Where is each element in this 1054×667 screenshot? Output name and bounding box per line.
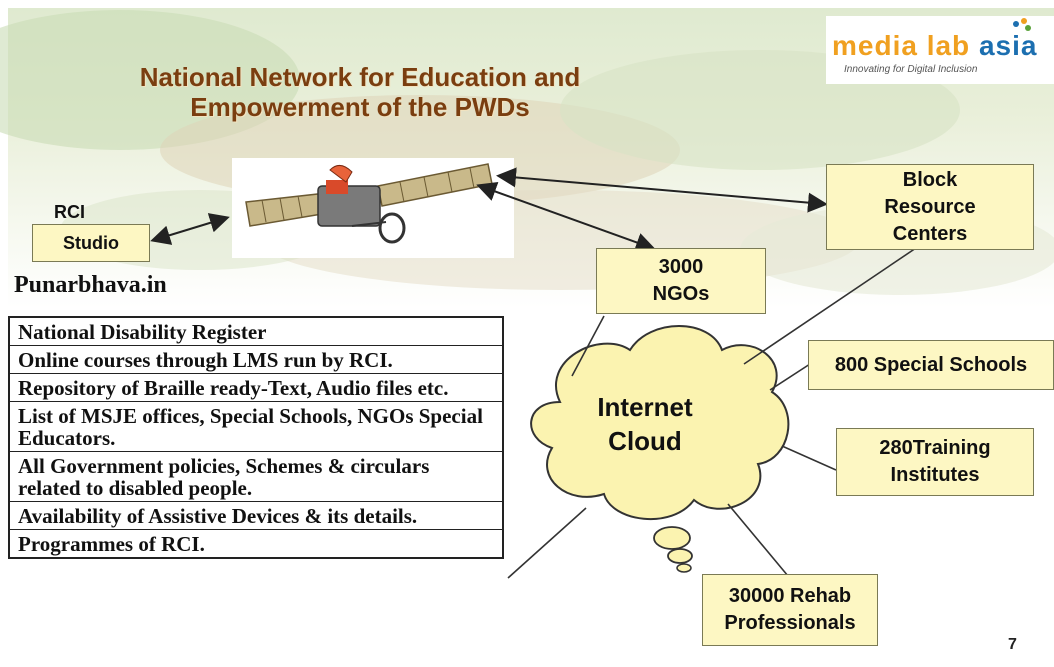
internet-cloud-label: Internet Cloud [597,392,693,456]
portal-feature-item: Availability of Assistive Devices & its … [10,502,502,530]
ngos-box: 3000 NGOs [596,248,766,314]
cloud-connector-lines [507,247,917,589]
studio-box: Studio [32,224,150,262]
page-number: 7 [1008,636,1017,653]
logo-wordmark-part2: asia [978,30,1038,61]
logo-wordmark-part1: media lab [832,30,979,61]
connector-arrows [150,167,828,252]
block-resource-centers-box: Block Resource Centers [826,164,1034,250]
media-lab-asia-logo: media lab asia Innovating for Digital In… [826,16,1054,84]
rehab-professionals-box: 30000 Rehab Professionals [702,574,878,646]
rci-label: RCI [54,202,85,222]
training-institutes-box: 280Training Institutes [836,428,1034,496]
special-schools-box: 800 Special Schools [808,340,1054,390]
logo-tagline: Innovating for Digital Inclusion [844,64,978,75]
internet-cloud-shape [530,325,790,573]
portal-feature-item: List of MSJE offices, Special Schools, N… [10,402,502,452]
slide-title-line2: Empowerment of the PWDs [190,92,530,122]
portal-feature-item: Online courses through LMS run by RCI. [10,346,502,374]
satellite-icon [232,158,514,258]
slide-title-line1: National Network for Education and [139,62,581,92]
logo-wordmark: media lab asia [832,30,1037,62]
portal-feature-item: Programmes of RCI. [18,532,205,556]
portal-feature-item: Repository of Braille ready-Text, Audio … [10,374,502,402]
logo-sparkle-icon [1013,18,1031,31]
portal-feature-item: National Disability Register [10,318,502,346]
portal-feature-item: All Government policies, Schemes & circu… [10,452,502,502]
portal-site-name: Punarbhava.in [14,272,167,298]
slide-title: National Network for Education and Empow… [80,62,640,122]
